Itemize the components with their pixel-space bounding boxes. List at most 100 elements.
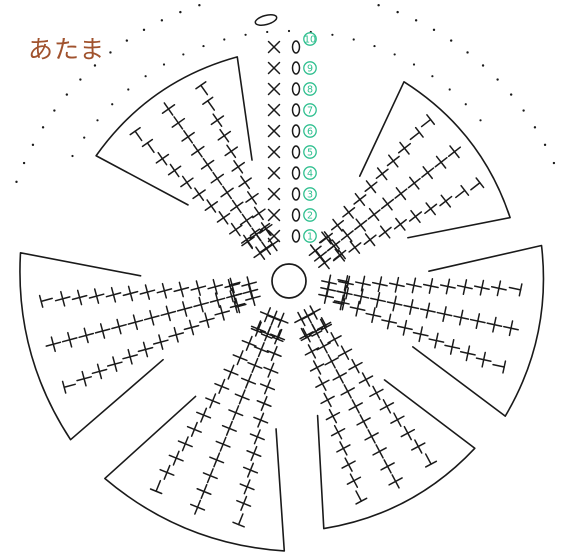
single-crochet-stitch	[372, 444, 387, 459]
row-marker: 2	[303, 208, 317, 222]
single-crochet-stitch	[267, 40, 281, 54]
single-crochet-stitch	[447, 145, 462, 159]
single-crochet-stitch	[196, 483, 212, 500]
single-crochet-stitch	[318, 256, 332, 270]
half-double-crochet-stitch	[326, 239, 340, 252]
row-marker: 4	[303, 166, 317, 180]
single-crochet-stitch	[294, 311, 309, 327]
single-crochet-stitch	[299, 327, 314, 343]
slip-stitch-dot	[125, 39, 129, 42]
row-marker: 6	[303, 124, 317, 138]
single-crochet-stitch	[239, 213, 254, 228]
single-crochet-stitch	[424, 202, 438, 216]
single-crochet-stitch	[348, 240, 362, 254]
half-double-crochet-stitch	[337, 275, 351, 289]
row-marker: 5	[303, 145, 317, 159]
row-marker-circle	[303, 32, 317, 46]
single-crochet-stitch	[363, 233, 377, 247]
slip-stitch-dot	[223, 38, 226, 41]
single-crochet-stitch	[78, 327, 95, 344]
chain-stitch	[291, 208, 301, 222]
single-crochet-stitch	[358, 372, 374, 387]
single-crochet-stitch	[88, 288, 105, 304]
single-crochet-stitch	[364, 429, 379, 444]
row-marker: 3	[303, 187, 317, 201]
single-crochet-stitch	[224, 277, 241, 294]
single-crochet-stitch	[320, 392, 335, 408]
slip-stitch-dot	[83, 136, 86, 139]
slip-stitch-dot	[431, 75, 434, 78]
slip-stitch-dot	[65, 93, 69, 96]
single-crochet-stitch	[318, 288, 335, 304]
single-crochet-stitch	[247, 357, 263, 373]
petal-outline	[358, 81, 511, 239]
slip-stitch-dot	[109, 51, 112, 54]
single-crochet-stitch	[252, 206, 266, 221]
single-crochet-stitch	[473, 279, 490, 296]
petal-outline	[95, 56, 253, 206]
single-crochet-stitch	[330, 424, 346, 440]
single-crochet-stitch	[405, 277, 422, 294]
slip-stitch-dot	[79, 78, 82, 81]
single-crochet-stitch	[356, 414, 371, 429]
single-crochet-stitch	[209, 452, 225, 468]
half-double-crochet-stitch	[233, 301, 247, 314]
chain-stitch	[291, 40, 301, 54]
half-double-crochet-stitch	[241, 235, 254, 250]
single-crochet-stitch	[439, 278, 456, 295]
half-double-crochet-stitch	[259, 222, 272, 237]
slip-stitch-dot	[182, 53, 185, 56]
single-crochet-stitch	[370, 291, 386, 308]
half-double-crochet-stitch	[508, 283, 523, 297]
half-double-crochet-stitch	[470, 177, 485, 191]
single-crochet-stitch	[199, 312, 215, 329]
single-crochet-stitch	[267, 61, 281, 75]
single-crochet-stitch	[183, 319, 200, 336]
single-crochet-stitch	[156, 282, 173, 299]
row-marker-label: 8	[307, 85, 313, 96]
single-crochet-stitch	[355, 275, 371, 292]
single-crochet-stitch	[207, 278, 224, 295]
single-crochet-stitch	[193, 296, 209, 313]
single-crochet-stitch	[428, 332, 445, 349]
row-marker: 1	[303, 229, 317, 243]
single-crochet-stitch	[380, 459, 395, 474]
single-crochet-stitch	[161, 102, 176, 116]
slip-stitch-dot	[448, 88, 451, 91]
slip-stitch-dot	[96, 119, 99, 122]
single-crochet-stitch	[214, 378, 230, 394]
single-crochet-stitch	[253, 342, 269, 358]
single-crochet-stitch	[419, 302, 436, 319]
single-crochet-stitch	[267, 166, 281, 180]
single-crochet-stitch	[76, 370, 92, 387]
single-crochet-stitch	[173, 281, 190, 298]
single-crochet-stitch	[354, 218, 368, 232]
half-double-crochet-stitch	[129, 126, 143, 142]
single-crochet-stitch	[444, 338, 461, 355]
half-double-crochet-stitch	[61, 380, 76, 394]
single-crochet-stitch	[324, 354, 339, 369]
slip-stitch-dot	[352, 38, 355, 41]
slip-stitch-dot	[464, 103, 467, 106]
slip-stitch-dot	[396, 10, 399, 14]
single-crochet-stitch	[232, 350, 248, 366]
chain-stitch	[291, 61, 301, 75]
single-crochet-stitch	[309, 360, 325, 375]
single-crochet-stitch	[267, 103, 281, 117]
single-crochet-stitch	[190, 280, 207, 296]
single-crochet-stitch	[364, 180, 378, 194]
slip-stitch-dot	[93, 64, 97, 67]
single-crochet-stitch	[408, 209, 423, 224]
single-crochet-stitch	[143, 309, 160, 326]
petal-outline	[316, 379, 476, 530]
half-double-crochet-stitch	[492, 360, 507, 374]
half-double-crochet-stitch	[271, 328, 284, 343]
single-crochet-stitch	[486, 316, 503, 333]
single-crochet-stitch	[246, 445, 262, 462]
single-crochet-stitch	[196, 407, 212, 423]
chain-stitch-column	[254, 14, 301, 243]
half-double-crochet-stitch	[424, 453, 438, 468]
single-crochet-stitch	[346, 473, 362, 488]
